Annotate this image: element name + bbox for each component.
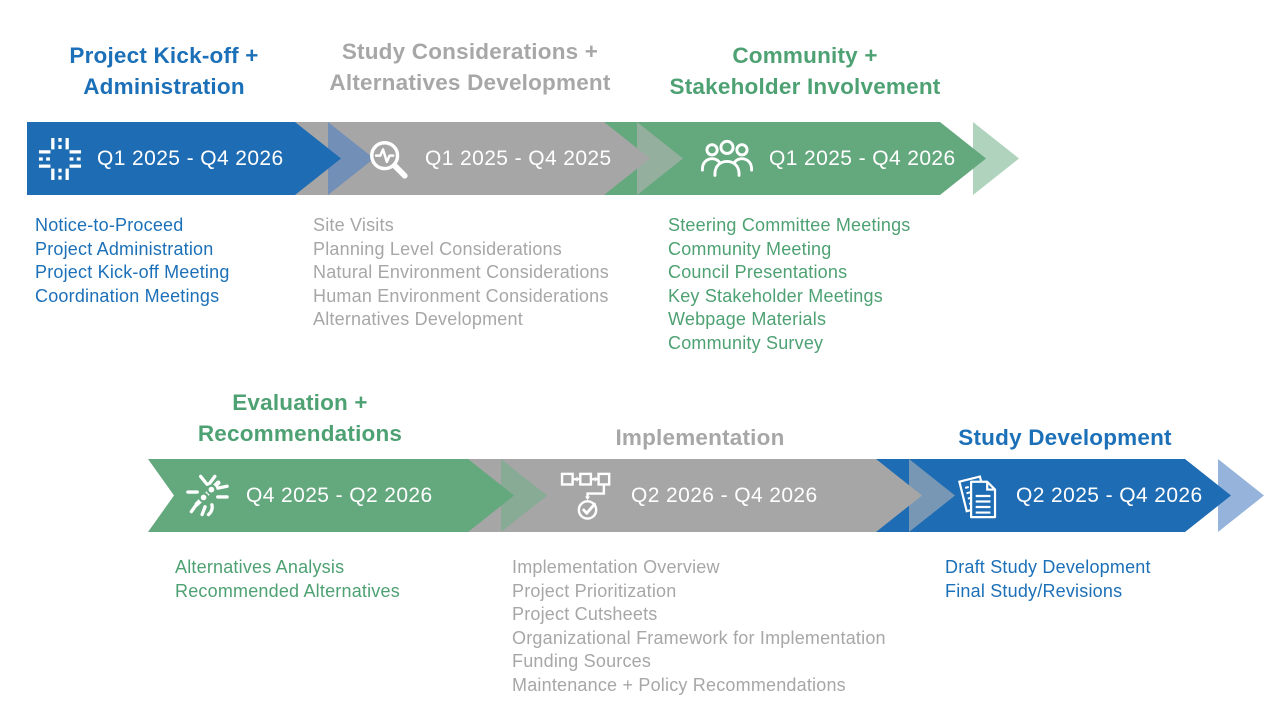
task-item: Final Study/Revisions xyxy=(945,580,1123,601)
task-item: Community Survey xyxy=(668,332,824,353)
task-item: Implementation Overview xyxy=(512,557,720,577)
phase-banner-study-development: Q2 2025 - Q4 2026 xyxy=(955,459,1203,532)
phase-date-range: Q1 2025 - Q4 2026 xyxy=(97,146,284,170)
task-item: Organizational Framework for Implementat… xyxy=(512,627,886,648)
task-item: Planning Level Considerations xyxy=(313,238,562,259)
road-intersection-icon xyxy=(38,137,82,181)
phase-date-range: Q4 2025 - Q2 2026 xyxy=(246,483,433,507)
people-group-icon xyxy=(700,138,754,179)
phase-title-line: Evaluation + xyxy=(232,390,368,415)
phase-title-line: Alternatives Development xyxy=(329,70,611,95)
phase-banner-kickoff: Q1 2025 - Q4 2026 xyxy=(38,122,284,195)
phase-title-line: Study Considerations + xyxy=(341,39,599,64)
phase-title-community: Community + Stakeholder Involvement xyxy=(645,40,965,102)
task-item: Human Environment Considerations xyxy=(313,285,609,306)
task-item: Key Stakeholder Meetings xyxy=(668,285,883,306)
phase-arrow-evaluation xyxy=(148,459,514,532)
phase-date-range: Q1 2025 - Q4 2026 xyxy=(769,146,956,170)
task-item: Maintenance + Policy Recommendations xyxy=(512,674,846,695)
phase-banner-study-considerations: Q1 2025 - Q4 2025 xyxy=(366,122,612,195)
task-item: Project Prioritization xyxy=(512,580,677,601)
task-item: Alternatives Analysis xyxy=(175,557,345,577)
phase-title-line: Community + xyxy=(732,43,878,68)
interchange-icon xyxy=(184,472,231,519)
task-item: Funding Sources xyxy=(512,651,652,672)
phase-date-range: Q1 2025 - Q4 2025 xyxy=(425,146,612,170)
magnifier-pulse-icon xyxy=(366,137,410,181)
phase-banner-community: Q1 2025 - Q4 2026 xyxy=(700,122,956,195)
phase-title-line: Project Kick-off + xyxy=(69,43,259,68)
phase-title-line: Implementation xyxy=(615,425,785,450)
task-item: Community Meeting xyxy=(668,238,832,259)
task-item: Notice-to-Proceed xyxy=(35,215,184,235)
phase-title-implementation: Implementation xyxy=(555,422,845,453)
phase-banner-evaluation: Q4 2025 - Q2 2026 xyxy=(184,459,433,532)
phase-title-line: Recommendations xyxy=(197,421,403,446)
task-item: Recommended Alternatives xyxy=(175,580,400,601)
task-item: Site Visits xyxy=(313,215,394,235)
task-item: Steering Committee Meetings xyxy=(668,215,911,235)
phase-title-study-considerations: Study Considerations + Alternatives Deve… xyxy=(300,36,640,98)
phase-title-kickoff: Project Kick-off + Administration xyxy=(28,40,300,102)
documents-icon xyxy=(955,471,1001,521)
phase-date-range: Q2 2025 - Q4 2026 xyxy=(1016,483,1203,507)
phase-title-study-development: Study Development xyxy=(915,422,1215,453)
phase-banner-implementation: Q2 2026 - Q4 2026 xyxy=(560,459,818,532)
task-item: Webpage Materials xyxy=(668,309,827,330)
task-item: Coordination Meetings xyxy=(35,285,220,306)
phase-title-line: Administration xyxy=(83,74,245,99)
task-item: Council Presentations xyxy=(668,262,848,283)
task-item: Project Cutsheets xyxy=(512,604,658,625)
flowchart-check-icon xyxy=(560,471,616,521)
phase-date-range: Q2 2026 - Q4 2026 xyxy=(631,483,818,507)
phase-title-evaluation: Evaluation + Recommendations xyxy=(160,387,440,449)
task-item: Draft Study Development xyxy=(945,557,1151,577)
task-item: Project Administration xyxy=(35,238,214,259)
phase-title-line: Study Development xyxy=(958,425,1172,450)
phase-title-line: Stakeholder Involvement xyxy=(669,74,941,99)
task-item: Project Kick-off Meeting xyxy=(35,262,230,283)
task-item: Alternatives Development xyxy=(313,309,523,330)
task-item: Natural Environment Considerations xyxy=(313,262,609,283)
